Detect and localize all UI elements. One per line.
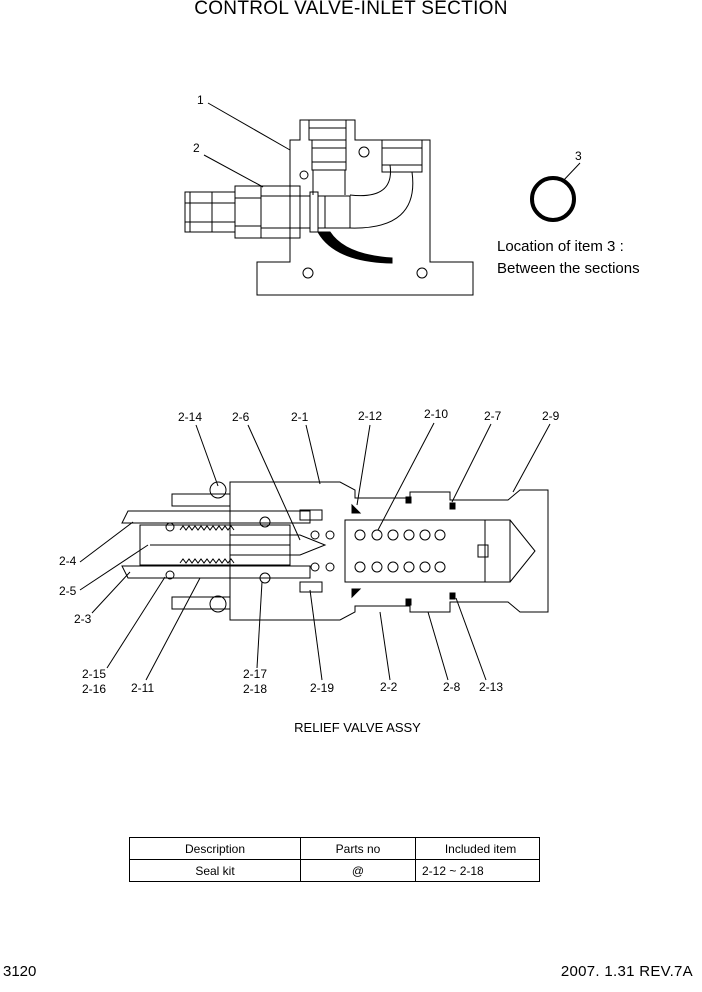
callout-2-15: 2-15	[82, 667, 106, 681]
callout-2-14: 2-14	[178, 410, 202, 424]
cell-included-item: 2-12 ~ 2-18	[415, 859, 540, 882]
header-included-item: Included item	[415, 837, 540, 860]
callout-2-17: 2-17	[243, 667, 267, 681]
seal-kit-table: Description Parts no Included item Seal …	[129, 837, 540, 882]
callout-2-12: 2-12	[358, 409, 382, 423]
inlet-section-drawing	[184, 119, 474, 296]
callout-2-10: 2-10	[424, 407, 448, 421]
callout-2-19: 2-19	[310, 681, 334, 695]
page-number: 3120	[3, 963, 37, 980]
header-parts-no: Parts no	[300, 837, 416, 860]
relief-valve-caption: RELIEF VALVE ASSY	[294, 720, 421, 735]
table-header-row: Description Parts no Included item	[129, 837, 540, 860]
relief-valve-drawing	[121, 481, 549, 621]
callout-2-13: 2-13	[479, 680, 503, 694]
callout-2-11: 2-11	[131, 681, 154, 695]
callout-1: 1	[197, 93, 204, 107]
location-note-line2: Between the sections	[497, 260, 640, 277]
callout-2-3: 2-3	[74, 612, 92, 626]
table-row: Seal kit @ 2-12 ~ 2-18	[129, 859, 540, 882]
o-ring-item-3	[530, 176, 576, 222]
callout-2: 2	[193, 141, 200, 155]
cell-description: Seal kit	[129, 859, 301, 882]
callout-2-1: 2-1	[291, 410, 309, 424]
location-note-line1: Location of item 3 :	[497, 238, 624, 255]
header-description: Description	[129, 837, 301, 860]
callout-2-6: 2-6	[232, 410, 250, 424]
callout-2-16: 2-16	[82, 682, 106, 696]
revision-date: 2007. 1.31 REV.7A	[560, 963, 693, 980]
callout-2-18: 2-18	[243, 682, 267, 696]
callout-2-7: 2-7	[484, 409, 502, 423]
callout-2-9: 2-9	[542, 409, 560, 423]
callout-2-2: 2-2	[380, 680, 398, 694]
page-title: CONTROL VALVE-INLET SECTION	[194, 0, 508, 19]
callout-2-5: 2-5	[59, 584, 77, 598]
cell-parts-no: @	[300, 859, 416, 882]
callout-3: 3	[575, 149, 582, 163]
callout-2-8: 2-8	[443, 680, 461, 694]
callout-2-4: 2-4	[59, 554, 77, 568]
